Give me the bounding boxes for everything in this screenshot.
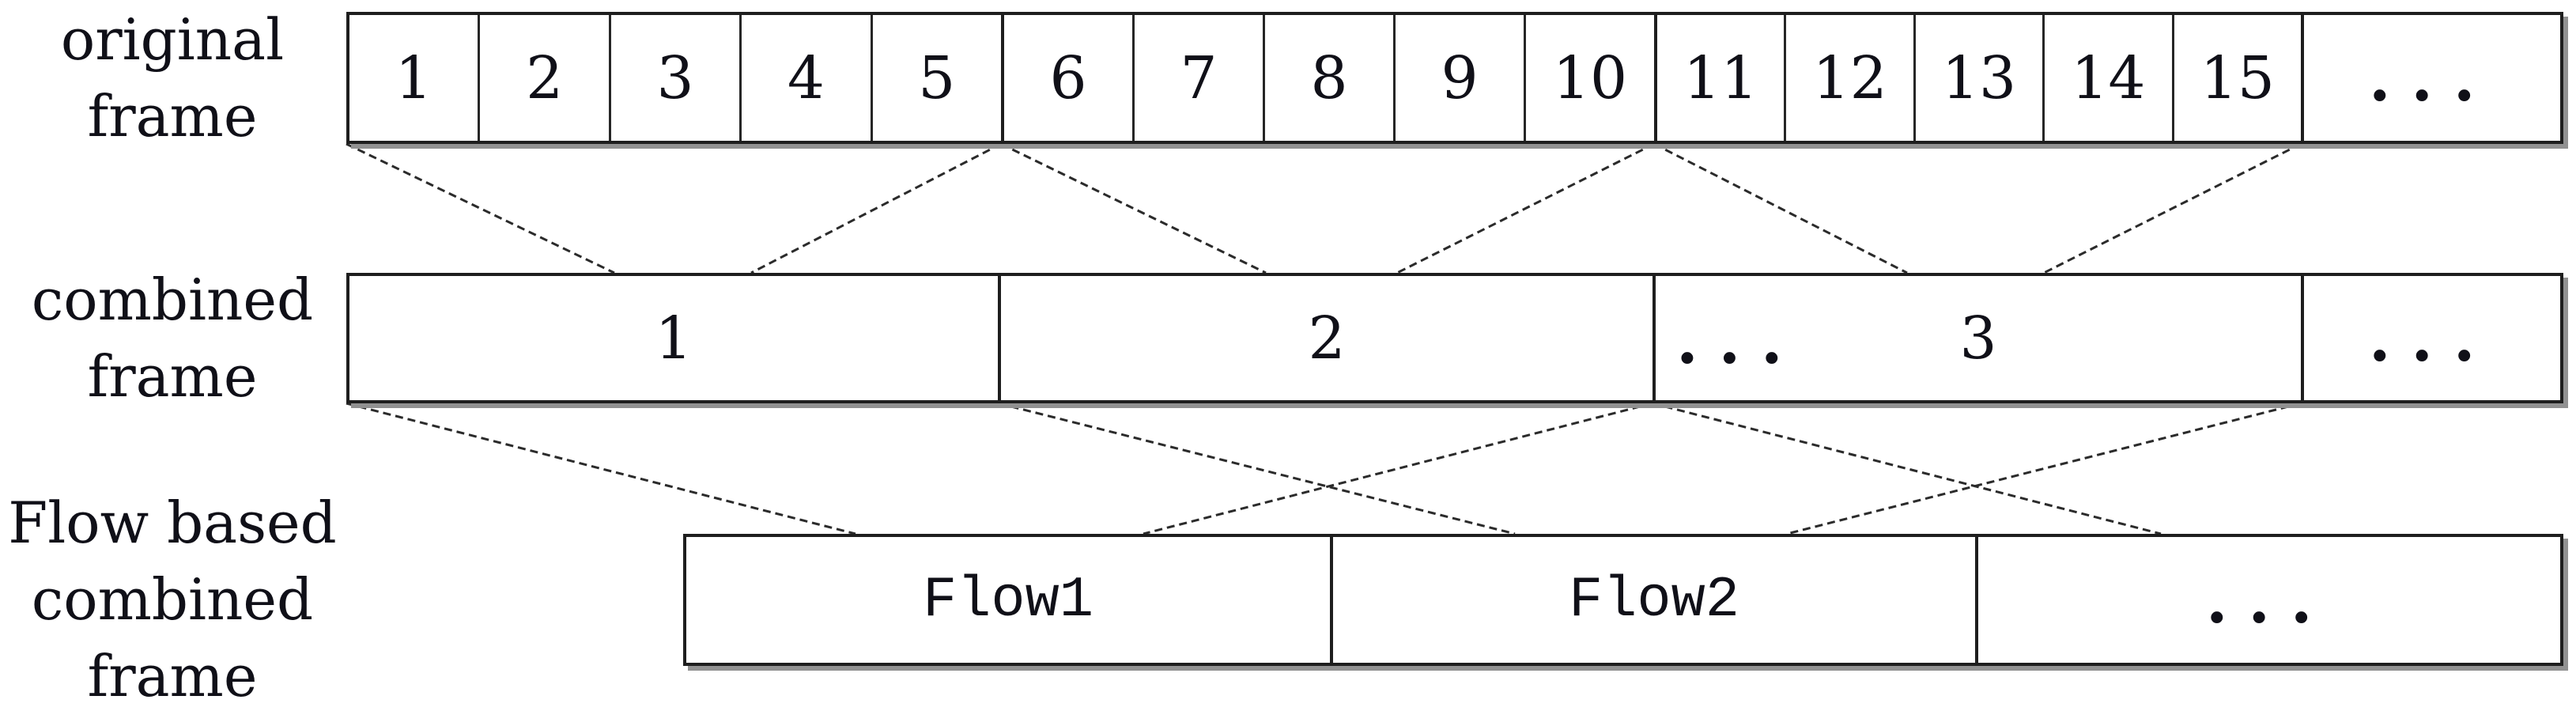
original-frame-cell: 12 bbox=[1786, 15, 1916, 141]
combined-frame-label-line: frame bbox=[87, 342, 258, 410]
original-frame-cell: 2 bbox=[480, 15, 611, 141]
original-frame-cell: 10 bbox=[1552, 43, 1628, 112]
combined-frame-box-2: 2 bbox=[998, 273, 1656, 403]
flow-frame-box-label: Flow2 bbox=[1568, 567, 1740, 633]
combined-frame-ellipsis: ... bbox=[2368, 301, 2496, 376]
flow-frame-box-1: Flow1 bbox=[683, 534, 1333, 666]
combined-frame-ellipsis-prefix: ... bbox=[1676, 303, 1804, 378]
combined-frame-box-label: 1 bbox=[655, 304, 693, 373]
original-frame-cell: 8 bbox=[1265, 15, 1396, 141]
original-frame-ellipsis: ... bbox=[2368, 40, 2496, 115]
combined-frame-label: combined frame bbox=[0, 267, 345, 410]
combined-frame-box-label: 3 bbox=[1959, 304, 1997, 373]
original-frame-cell: 6 bbox=[1004, 15, 1135, 141]
original-frame-cell: 13 bbox=[1916, 15, 2045, 141]
combined-frame-box-1: 1 bbox=[346, 273, 1001, 403]
original-frame-group-3: 11 12 13 14 15 bbox=[1654, 12, 2304, 144]
original-frame-cell: 15 bbox=[2200, 43, 2275, 112]
original-frame-cell: 11 bbox=[1657, 15, 1787, 141]
flow-frame-label-line: Flow based bbox=[8, 490, 337, 556]
original-frame-cell: 14 bbox=[2045, 15, 2174, 141]
original-frame-group-ellipsis: ... bbox=[2301, 12, 2563, 144]
combined-frame-box-label: 2 bbox=[1308, 304, 1346, 373]
original-frame-group-1: 1 2 3 4 5 bbox=[346, 12, 1004, 144]
original-frame-cell: 7 bbox=[1135, 15, 1265, 141]
combined-frame-label-line: combined bbox=[31, 266, 314, 333]
flow-frame-box-ellipsis: ... bbox=[1975, 534, 2563, 666]
flow-frame-label-line: combined bbox=[31, 566, 314, 633]
original-frame-group-2: 6 7 8 9 10 bbox=[1001, 12, 1657, 144]
original-frame-label-line: frame bbox=[87, 82, 258, 149]
flow-frame-box-2: Flow2 bbox=[1330, 534, 1978, 666]
combined-frame-box-ellipsis: ... bbox=[2301, 273, 2563, 403]
flow-frame-label: Flow based combined frame bbox=[0, 490, 345, 709]
original-frame-label-line: original bbox=[60, 6, 285, 73]
flow-frame-ellipsis: ... bbox=[2205, 562, 2333, 637]
original-frame-cell: 3 bbox=[611, 15, 742, 141]
flow-frame-label-line: frame bbox=[87, 643, 258, 709]
original-frame-cell: 4 bbox=[742, 15, 873, 141]
original-frame-cell: 5 bbox=[918, 43, 956, 112]
original-frame-label: original frame bbox=[0, 6, 345, 149]
original-frame-cell: 1 bbox=[349, 15, 481, 141]
combined-frame-box-3: ... 3 bbox=[1652, 273, 2304, 403]
original-frame-cell: 9 bbox=[1396, 15, 1526, 141]
flow-frame-box-label: Flow1 bbox=[922, 567, 1094, 633]
